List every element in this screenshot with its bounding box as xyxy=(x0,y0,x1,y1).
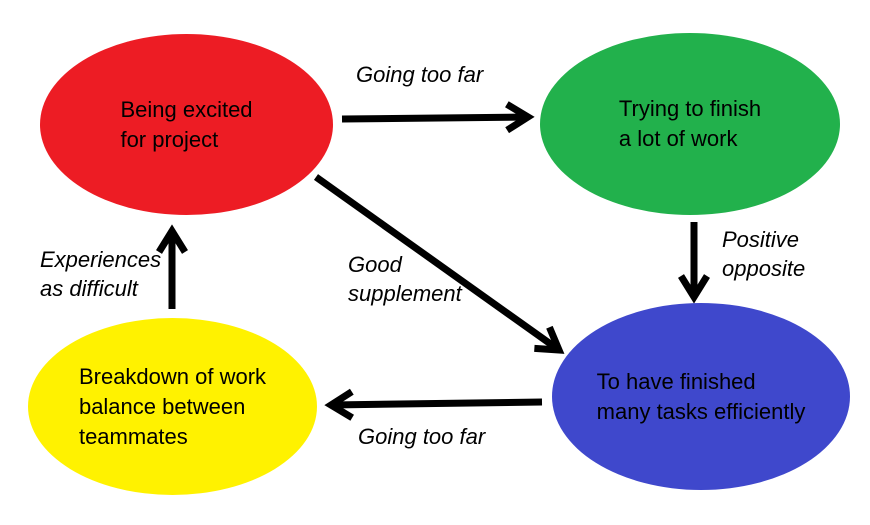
node-label: To have finished many tasks efficiently xyxy=(596,368,806,424)
node-label: Being excited for project xyxy=(120,96,253,152)
edge-label-going-too-far-top: Going too far xyxy=(356,62,484,87)
edge-label-positive-opposite: Positive opposite xyxy=(722,227,806,281)
edge-label-experiences-as-difficult: Experiences as difficult xyxy=(40,247,162,301)
edge-label-going-too-far-bottom: Going too far xyxy=(358,424,486,449)
node-trying-to-finish-work: Trying to finish a lot of work xyxy=(540,33,840,215)
node-label: Trying to finish a lot of work xyxy=(618,96,762,151)
node-breakdown-of-work-balance: Breakdown of work balance between teamma… xyxy=(28,318,317,495)
arrow-finished-to-breakdown xyxy=(324,388,543,421)
arrow-excited-to-trying xyxy=(341,101,535,134)
node-finished-many-tasks: To have finished many tasks efficiently xyxy=(552,303,850,490)
edge-label-good-supplement: Good supplement xyxy=(348,252,462,306)
node-label: Breakdown of work balance between teamma… xyxy=(78,363,267,449)
arrow-excited-to-finished xyxy=(313,174,565,354)
node-being-excited-for-project: Being excited for project xyxy=(40,34,333,215)
